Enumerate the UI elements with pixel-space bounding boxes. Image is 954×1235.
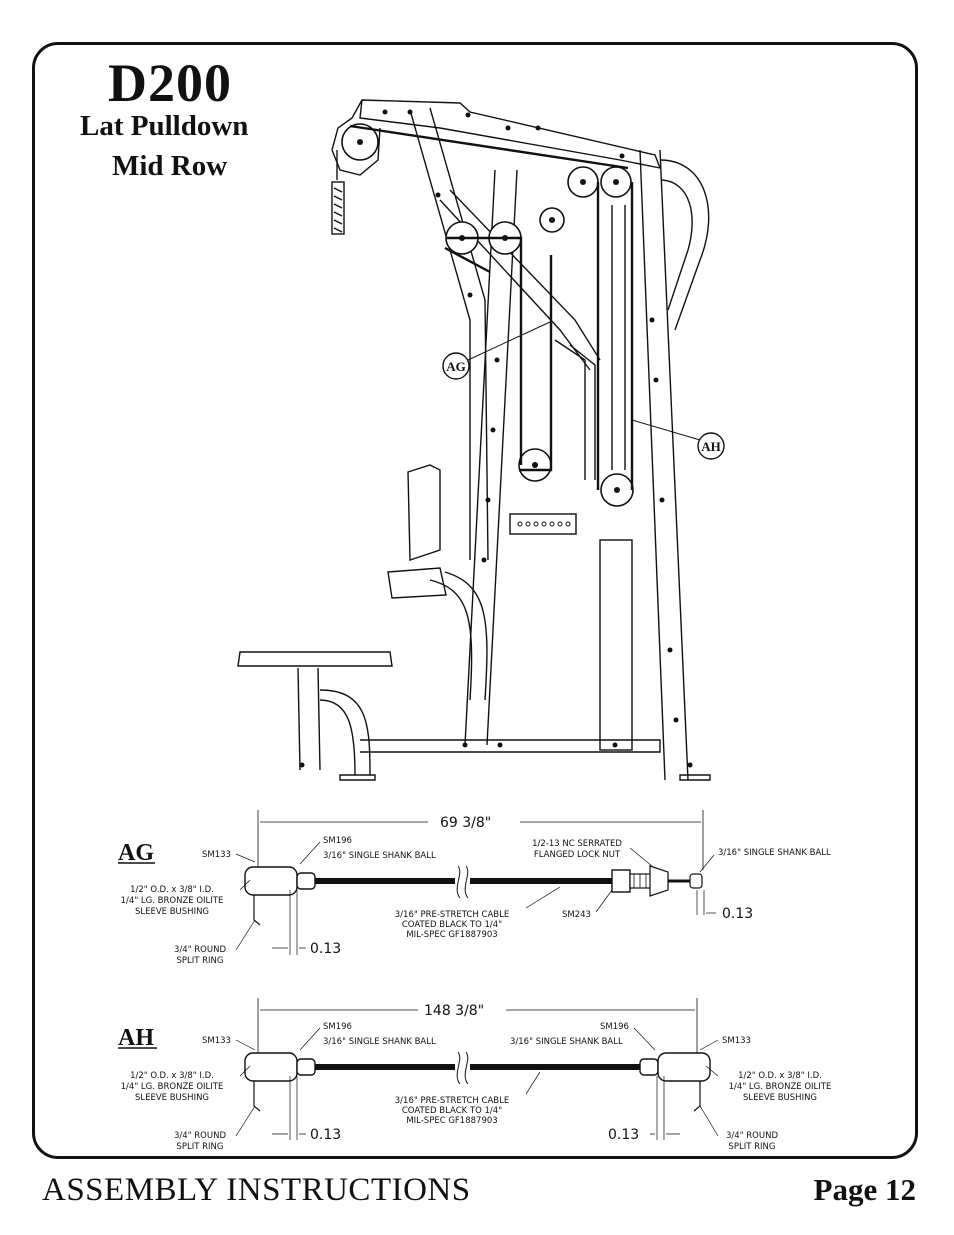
page-border bbox=[32, 42, 918, 1159]
cable-ah-sm196-left: SM196 bbox=[323, 1022, 352, 1032]
cable-ag-sm133: SM133 bbox=[202, 850, 231, 860]
frame-bolts bbox=[299, 109, 693, 768]
cable-ah-bushing-r2: 1/4" LG. BRONZE OILITE bbox=[729, 1082, 832, 1092]
cable-ag-detail: AG 69 3/8" bbox=[118, 810, 831, 966]
cable-ag-locknut-2: FLANGED LOCK NUT bbox=[534, 850, 621, 860]
cable-ah-dim-right: 0.13 bbox=[608, 1127, 639, 1143]
cable-ag-sm243: SM243 bbox=[562, 910, 591, 920]
cable-ah-sm196-right: SM196 bbox=[600, 1022, 629, 1032]
cable-ag-locknut-1: 1/2-13 NC SERRATED bbox=[532, 839, 622, 849]
subtitle-line-1: Lat Pulldown bbox=[80, 110, 249, 142]
cable-ah-ball-left: 3/16" SINGLE SHANK BALL bbox=[323, 1037, 436, 1047]
cable-ah-ring-l2: SPLIT RING bbox=[176, 1142, 223, 1152]
cable-ah-dim-left: 0.13 bbox=[310, 1127, 341, 1143]
callout-ah-label: AH bbox=[701, 439, 721, 454]
model-number: D200 bbox=[108, 53, 232, 113]
cable-ah-bushing-r3: SLEEVE BUSHING bbox=[743, 1093, 817, 1103]
machine-drawing bbox=[237, 99, 711, 781]
cable-ah-ball-right: 3/16" SINGLE SHANK BALL bbox=[510, 1037, 623, 1047]
cable-ag-sm196: SM196 bbox=[323, 836, 352, 846]
cable-ag-dim-left: 0.13 bbox=[310, 941, 341, 957]
cable-ah-bushing-l1: 1/2" O.D. x 3/8" I.D. bbox=[130, 1071, 214, 1081]
pad-adjust-holes bbox=[517, 521, 571, 527]
cable-ag-cable-2: COATED BLACK TO 1/4" bbox=[402, 920, 502, 930]
cable-ag-cable-1: 3/16" PRE-STRETCH CABLE bbox=[395, 910, 509, 920]
cable-ah-cable-2: COATED BLACK TO 1/4" bbox=[402, 1106, 502, 1116]
cable-ah-detail: AH 148 3/8" bbox=[118, 998, 831, 1152]
cable-ah-cable-3: MIL-SPEC GF1887903 bbox=[406, 1116, 497, 1126]
cable-ag-bushing-2: 1/4" LG. BRONZE OILITE bbox=[121, 896, 224, 906]
cable-ag-ring-2: SPLIT RING bbox=[176, 956, 223, 966]
cable-ag-dim-right: 0.13 bbox=[722, 906, 753, 922]
cable-ag-length: 69 3/8" bbox=[440, 815, 491, 831]
cable-ah-ring-r2: SPLIT RING bbox=[728, 1142, 775, 1152]
cable-ah-sm133-left: SM133 bbox=[202, 1036, 231, 1046]
footer-page-number: Page 12 bbox=[813, 1172, 916, 1207]
subtitle-line-2: Mid Row bbox=[112, 150, 228, 182]
cable-ag-cable-3: MIL-SPEC GF1887903 bbox=[406, 930, 497, 940]
cable-ag-title: AG bbox=[118, 840, 154, 866]
cable-ag-bushing-1: 1/2" O.D. x 3/8" I.D. bbox=[130, 885, 214, 895]
cable-ah-ring-l1: 3/4" ROUND bbox=[174, 1131, 226, 1141]
cable-ah-bushing-l2: 1/4" LG. BRONZE OILITE bbox=[121, 1082, 224, 1092]
cable-ah-bushing-l3: SLEEVE BUSHING bbox=[135, 1093, 209, 1103]
cable-ag-ball-left: 3/16" SINGLE SHANK BALL bbox=[323, 851, 436, 861]
cable-ah-length: 148 3/8" bbox=[424, 1003, 484, 1019]
cable-ag-ball-right: 3/16" SINGLE SHANK BALL bbox=[718, 848, 831, 858]
cable-ah-sm133-right: SM133 bbox=[722, 1036, 751, 1046]
cable-ah-bushing-r1: 1/2" O.D. x 3/8" I.D. bbox=[738, 1071, 822, 1081]
cable-ag-ring-1: 3/4" ROUND bbox=[174, 945, 226, 955]
cable-ah-title: AH bbox=[118, 1025, 154, 1051]
callout-ah: AH bbox=[631, 419, 725, 460]
machine-cables bbox=[349, 124, 634, 490]
callout-ag: AG bbox=[442, 321, 551, 380]
callout-ag-label: AG bbox=[446, 359, 466, 374]
cable-ah-cable-1: 3/16" PRE-STRETCH CABLE bbox=[395, 1096, 509, 1106]
cable-ag-bushing-3: SLEEVE BUSHING bbox=[135, 907, 209, 917]
pulldown-handle bbox=[331, 150, 345, 235]
cable-ah-ring-r1: 3/4" ROUND bbox=[726, 1131, 778, 1141]
footer-section-title: ASSEMBLY INSTRUCTIONS bbox=[42, 1172, 471, 1208]
